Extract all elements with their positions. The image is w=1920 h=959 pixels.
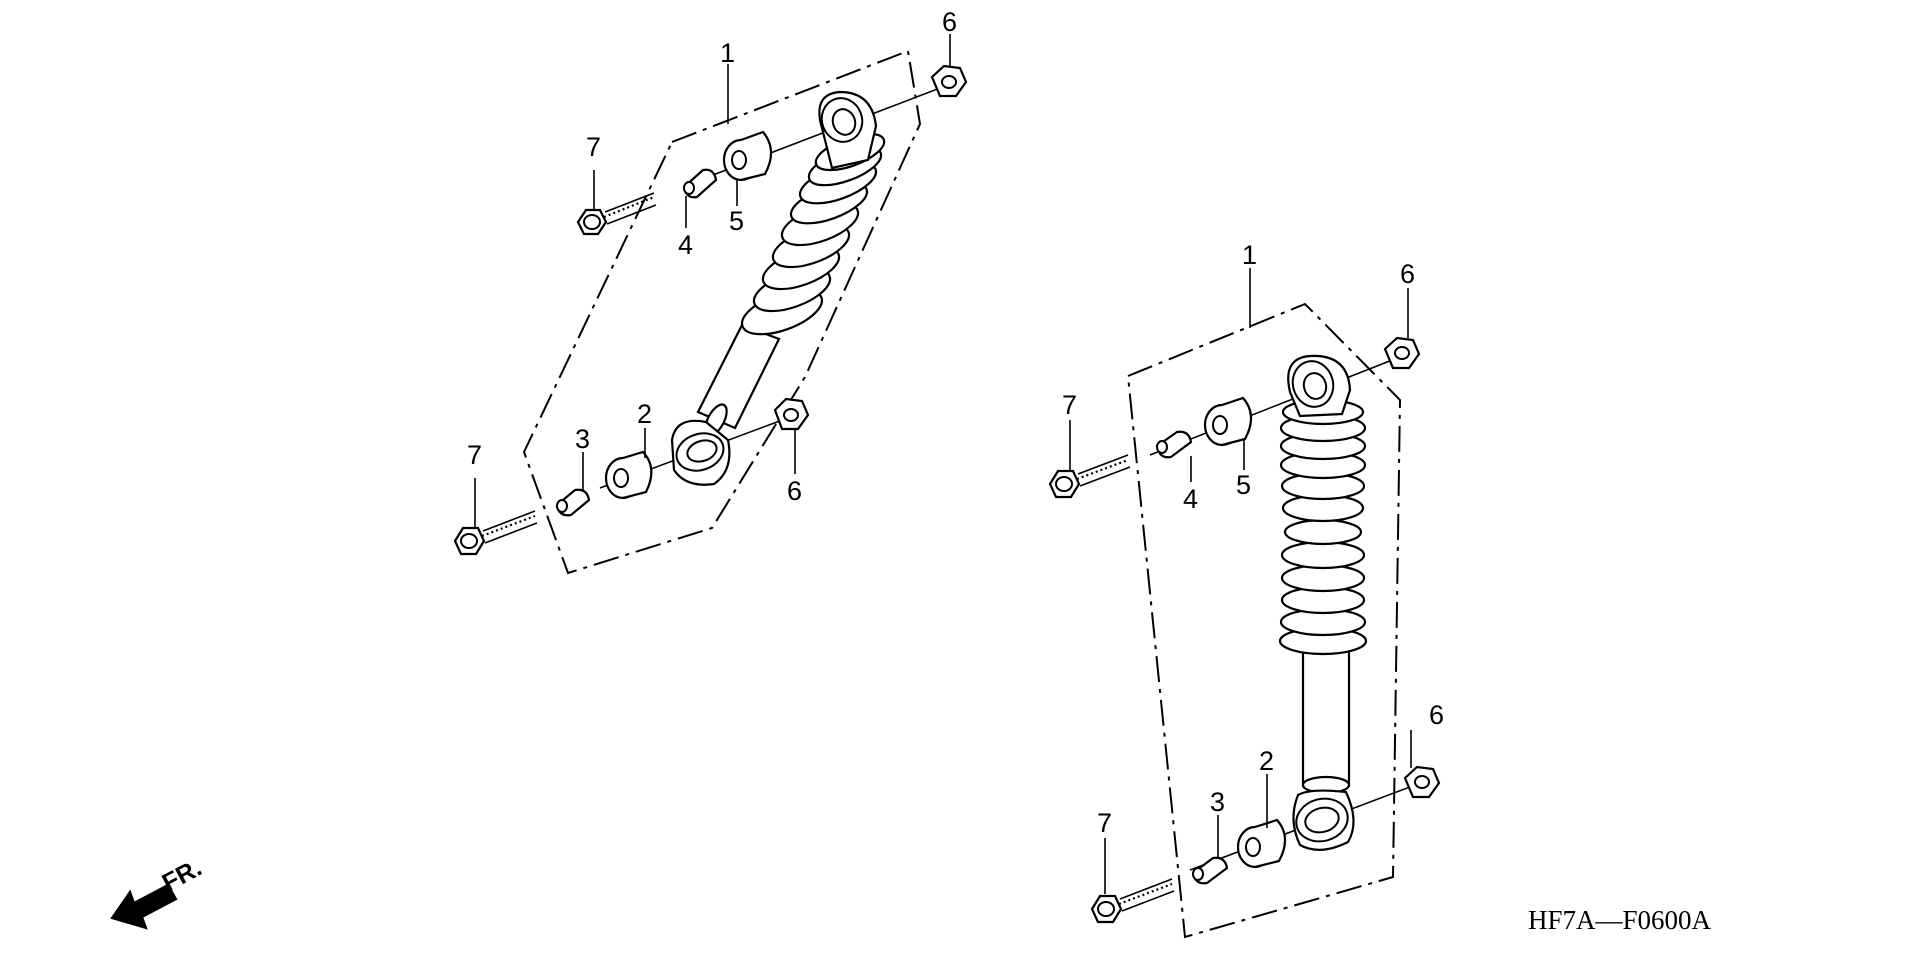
left-lower-eye: [670, 419, 731, 486]
right-shock-absorber: [1278, 354, 1368, 851]
right-upper-bolt-axis: [1149, 354, 1406, 456]
left-shock-assembly: 1 2 3 4 5 6 6 7 7: [453, 7, 968, 575]
right-lower-nut: [1403, 765, 1441, 799]
right-lower-collar: [1191, 856, 1229, 885]
front-arrow-icon: [110, 883, 178, 930]
right-assembly-boundary: [1126, 302, 1402, 939]
left-lower-nut: [773, 397, 810, 431]
diagram-code: HF7A—F0600A: [1528, 905, 1712, 935]
left-shock-absorber: [670, 90, 886, 486]
left-callout-1: 1: [720, 38, 735, 68]
right-callout-6-lower: 6: [1429, 700, 1444, 730]
right-callout-1: 1: [1242, 240, 1257, 270]
right-callout-2: 2: [1259, 746, 1274, 776]
right-upper-flange-bolt: [1048, 454, 1131, 499]
right-lower-eye: [1292, 789, 1355, 851]
right-upper-nut: [1383, 336, 1421, 370]
right-callout-5: 5: [1236, 470, 1251, 500]
right-spring: [1278, 398, 1368, 656]
right-upper-bushing: [1203, 396, 1253, 447]
left-callout-4: 4: [678, 230, 693, 260]
right-shock-assembly: 1 2 3 4 5 6 6 7 7: [1048, 240, 1444, 939]
left-upper-collar: [682, 168, 718, 199]
left-callout-6-lower: 6: [787, 476, 802, 506]
left-callout-3: 3: [575, 424, 590, 454]
right-upper-eye: [1287, 354, 1352, 418]
right-lower-bushing: [1236, 818, 1287, 869]
left-assembly-boundary: [522, 49, 922, 575]
left-upper-nut: [930, 64, 968, 98]
right-callout-4: 4: [1183, 484, 1198, 514]
right-upper-collar: [1155, 430, 1193, 459]
left-callout-5: 5: [729, 206, 744, 236]
left-upper-flange-bolt: [576, 192, 657, 236]
front-direction-indicator: FR.: [110, 854, 206, 930]
right-callout-6-upper: 6: [1400, 259, 1415, 289]
right-lower-flange-bolt: [1090, 878, 1175, 924]
left-upper-eye: [818, 90, 878, 170]
left-lower-collar: [555, 488, 591, 517]
left-lower-bushing: [604, 450, 653, 500]
left-callout-7-lower: 7: [467, 440, 482, 470]
right-callout-7-lower: 7: [1097, 808, 1112, 838]
right-callout-7-upper: 7: [1062, 390, 1077, 420]
left-callout-7-upper: 7: [586, 132, 601, 162]
right-callout-3: 3: [1210, 787, 1225, 817]
left-callout-6-upper: 6: [942, 7, 957, 37]
left-callout-2: 2: [637, 399, 652, 429]
left-spring: [740, 132, 886, 336]
left-upper-bushing: [722, 130, 773, 182]
left-lower-flange-bolt: [453, 510, 538, 556]
